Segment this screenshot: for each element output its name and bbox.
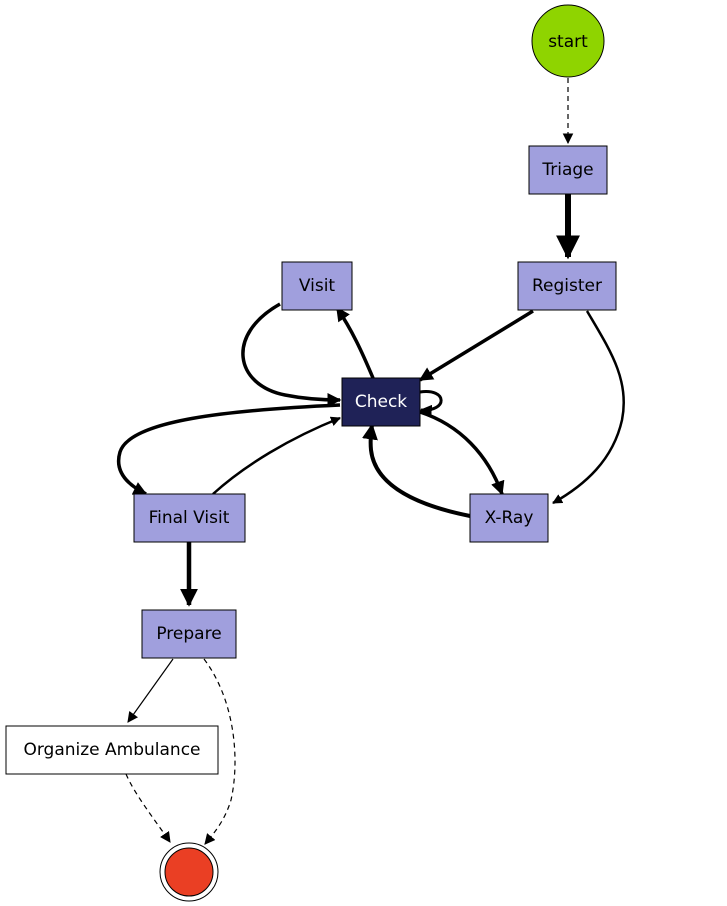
node-prepare-label: Prepare — [156, 624, 221, 644]
edge-final-visit-to-check — [212, 416, 341, 495]
node-final-visit-label: Final Visit — [149, 508, 230, 528]
node-visit-label: Visit — [299, 276, 336, 296]
edge-register-to-xray — [552, 310, 626, 505]
edge-register-to-check — [418, 309, 534, 382]
node-start[interactable]: start — [531, 4, 605, 78]
edge-check-to-visit — [335, 306, 375, 379]
node-xray-label: X-Ray — [485, 508, 534, 528]
edges — [116, 78, 626, 845]
node-register[interactable]: Register — [517, 261, 617, 311]
node-end[interactable] — [159, 842, 219, 902]
node-organize-ambulance[interactable]: Organize Ambulance — [5, 725, 219, 775]
node-triage[interactable]: Triage — [528, 145, 608, 195]
edge-xray-to-check — [362, 423, 471, 518]
edge-prepare-to-organize-ambulance — [127, 658, 174, 723]
edge-check-to-final-visit — [116, 403, 341, 496]
node-prepare[interactable]: Prepare — [141, 609, 237, 659]
node-register-label: Register — [532, 276, 602, 296]
node-triage-label: Triage — [541, 160, 593, 180]
node-check[interactable]: Check — [341, 377, 421, 427]
edge-check-self-loop — [419, 390, 443, 417]
edge-visit-to-check — [241, 302, 342, 407]
edge-organize-ambulance-to-end — [125, 773, 171, 843]
edge-check-to-xray — [419, 410, 505, 496]
node-check-label: Check — [355, 392, 407, 412]
edge-prepare-to-end — [203, 658, 236, 845]
node-final-visit[interactable]: Final Visit — [133, 493, 246, 543]
node-visit[interactable]: Visit — [281, 261, 353, 311]
node-start-label: start — [548, 32, 588, 52]
node-organize-ambulance-label: Organize Ambulance — [23, 740, 200, 760]
node-xray[interactable]: X-Ray — [469, 493, 549, 543]
